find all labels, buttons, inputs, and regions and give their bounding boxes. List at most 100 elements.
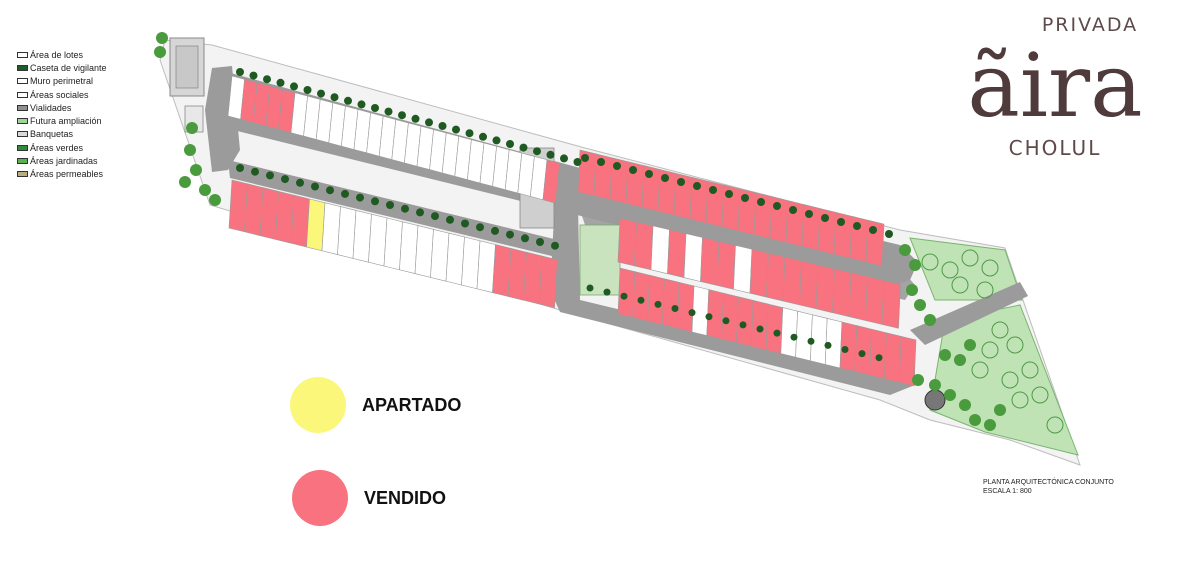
plan-title: PLANTA ARQUITECTÓNICA CONJUNTO <box>983 479 1114 486</box>
tree-icon <box>236 164 244 172</box>
tree-icon <box>912 374 924 386</box>
lot-sold[interactable] <box>617 217 637 267</box>
tree-icon <box>519 143 528 152</box>
tree-icon <box>869 226 877 234</box>
lot-sold[interactable] <box>617 267 636 318</box>
tree-icon <box>236 68 244 76</box>
tree-outline-icon <box>941 261 959 279</box>
tree-icon <box>789 206 797 214</box>
tree-icon <box>597 158 605 166</box>
lot-sold[interactable] <box>898 336 917 387</box>
tree-icon <box>209 194 221 206</box>
tree-icon <box>909 259 921 271</box>
lot-sold[interactable] <box>815 264 835 314</box>
tree-icon <box>824 341 832 349</box>
legend-item: Áreas permeables <box>17 168 107 181</box>
lot-sold[interactable] <box>749 248 769 298</box>
lot-free[interactable] <box>780 307 798 358</box>
tree-outline-icon <box>1006 336 1024 354</box>
lot-sold[interactable] <box>782 256 802 306</box>
legend-label: Áreas sociales <box>30 89 89 100</box>
lots-layer <box>227 75 917 387</box>
lot-sold[interactable] <box>662 278 680 329</box>
legend-swatch <box>17 78 28 85</box>
tree-icon <box>688 309 696 317</box>
lot-free[interactable] <box>683 233 703 282</box>
lot-sold[interactable] <box>716 241 736 290</box>
tree-icon <box>885 230 893 238</box>
tree-icon <box>536 238 544 246</box>
lot-sold[interactable] <box>736 296 754 347</box>
tree-icon <box>959 399 971 411</box>
tree-icon <box>521 234 529 243</box>
lot-sold[interactable] <box>839 321 858 372</box>
tree-outline-icon <box>1031 386 1049 404</box>
legend-swatch <box>17 64 28 71</box>
tree-outline-icon <box>961 249 979 267</box>
legend: Área de lotes Caseta de vigilante Muro p… <box>17 48 107 181</box>
lot-sold[interactable] <box>700 237 720 286</box>
lot-sold[interactable] <box>632 271 650 322</box>
tree-icon <box>914 299 926 311</box>
lot-sold[interactable] <box>865 276 885 325</box>
legend-swatch <box>17 118 28 125</box>
tree-icon <box>249 71 258 80</box>
legend-label: Vialidades <box>30 102 72 113</box>
lot-sold[interactable] <box>538 255 558 309</box>
lot-sold[interactable] <box>647 274 665 326</box>
tree-icon <box>573 158 582 166</box>
tree-icon <box>431 212 439 221</box>
road-east-exit <box>910 282 1028 345</box>
lot-sold[interactable] <box>750 300 769 351</box>
lot-free[interactable] <box>795 310 813 362</box>
tree-icon <box>341 189 349 198</box>
legend-item: Áreas verdes <box>17 141 107 154</box>
tree-icon <box>969 414 981 426</box>
tree-icon <box>317 89 325 98</box>
vendido-marker <box>292 470 348 526</box>
legend-label: Banquetas <box>30 129 74 140</box>
lot-sold[interactable] <box>881 280 901 329</box>
tree-icon <box>954 354 966 366</box>
lot-sold[interactable] <box>884 332 902 383</box>
tree-icon <box>837 218 845 226</box>
lot-sold[interactable] <box>799 260 819 310</box>
tree-outline-icon <box>951 276 969 294</box>
tree-icon <box>276 78 285 87</box>
lot-free[interactable] <box>650 225 670 275</box>
lot-sold[interactable] <box>667 229 687 278</box>
tree-outline-icon <box>976 281 994 299</box>
legend-swatch <box>17 171 28 178</box>
lot-sold[interactable] <box>832 268 852 317</box>
tree-outline-icon <box>981 259 999 277</box>
tree-icon <box>853 222 861 230</box>
tree-icon <box>452 125 460 134</box>
tree-outline-icon <box>921 253 939 271</box>
tree-outline-icon <box>991 321 1009 339</box>
tree-icon <box>416 208 424 217</box>
legend-swatch <box>17 51 28 58</box>
legend-item: Área de lotes <box>17 48 107 61</box>
lot-sold[interactable] <box>869 328 887 380</box>
tree-icon <box>492 136 501 145</box>
tree-icon <box>906 284 918 296</box>
tree-icon <box>841 346 849 353</box>
lot-sold[interactable] <box>634 221 654 271</box>
tree-icon <box>654 300 662 308</box>
lot-sold[interactable] <box>766 252 786 302</box>
status-apartado: APARTADO <box>290 377 461 433</box>
amenity-court-inner <box>175 45 199 89</box>
lot-sold[interactable] <box>848 272 868 321</box>
status-vendido: VENDIDO <box>292 470 446 526</box>
tree-icon <box>661 174 669 182</box>
tree-icon <box>156 32 168 44</box>
tree-icon <box>709 186 717 194</box>
tree-icon <box>266 171 274 180</box>
lot-free[interactable] <box>733 244 753 294</box>
lot-sold[interactable] <box>542 159 560 204</box>
legend-swatch <box>17 104 28 111</box>
tree-icon <box>281 175 289 184</box>
legend-swatch <box>17 131 28 138</box>
lot-sold[interactable] <box>765 303 784 354</box>
lot-sold[interactable] <box>676 282 695 333</box>
